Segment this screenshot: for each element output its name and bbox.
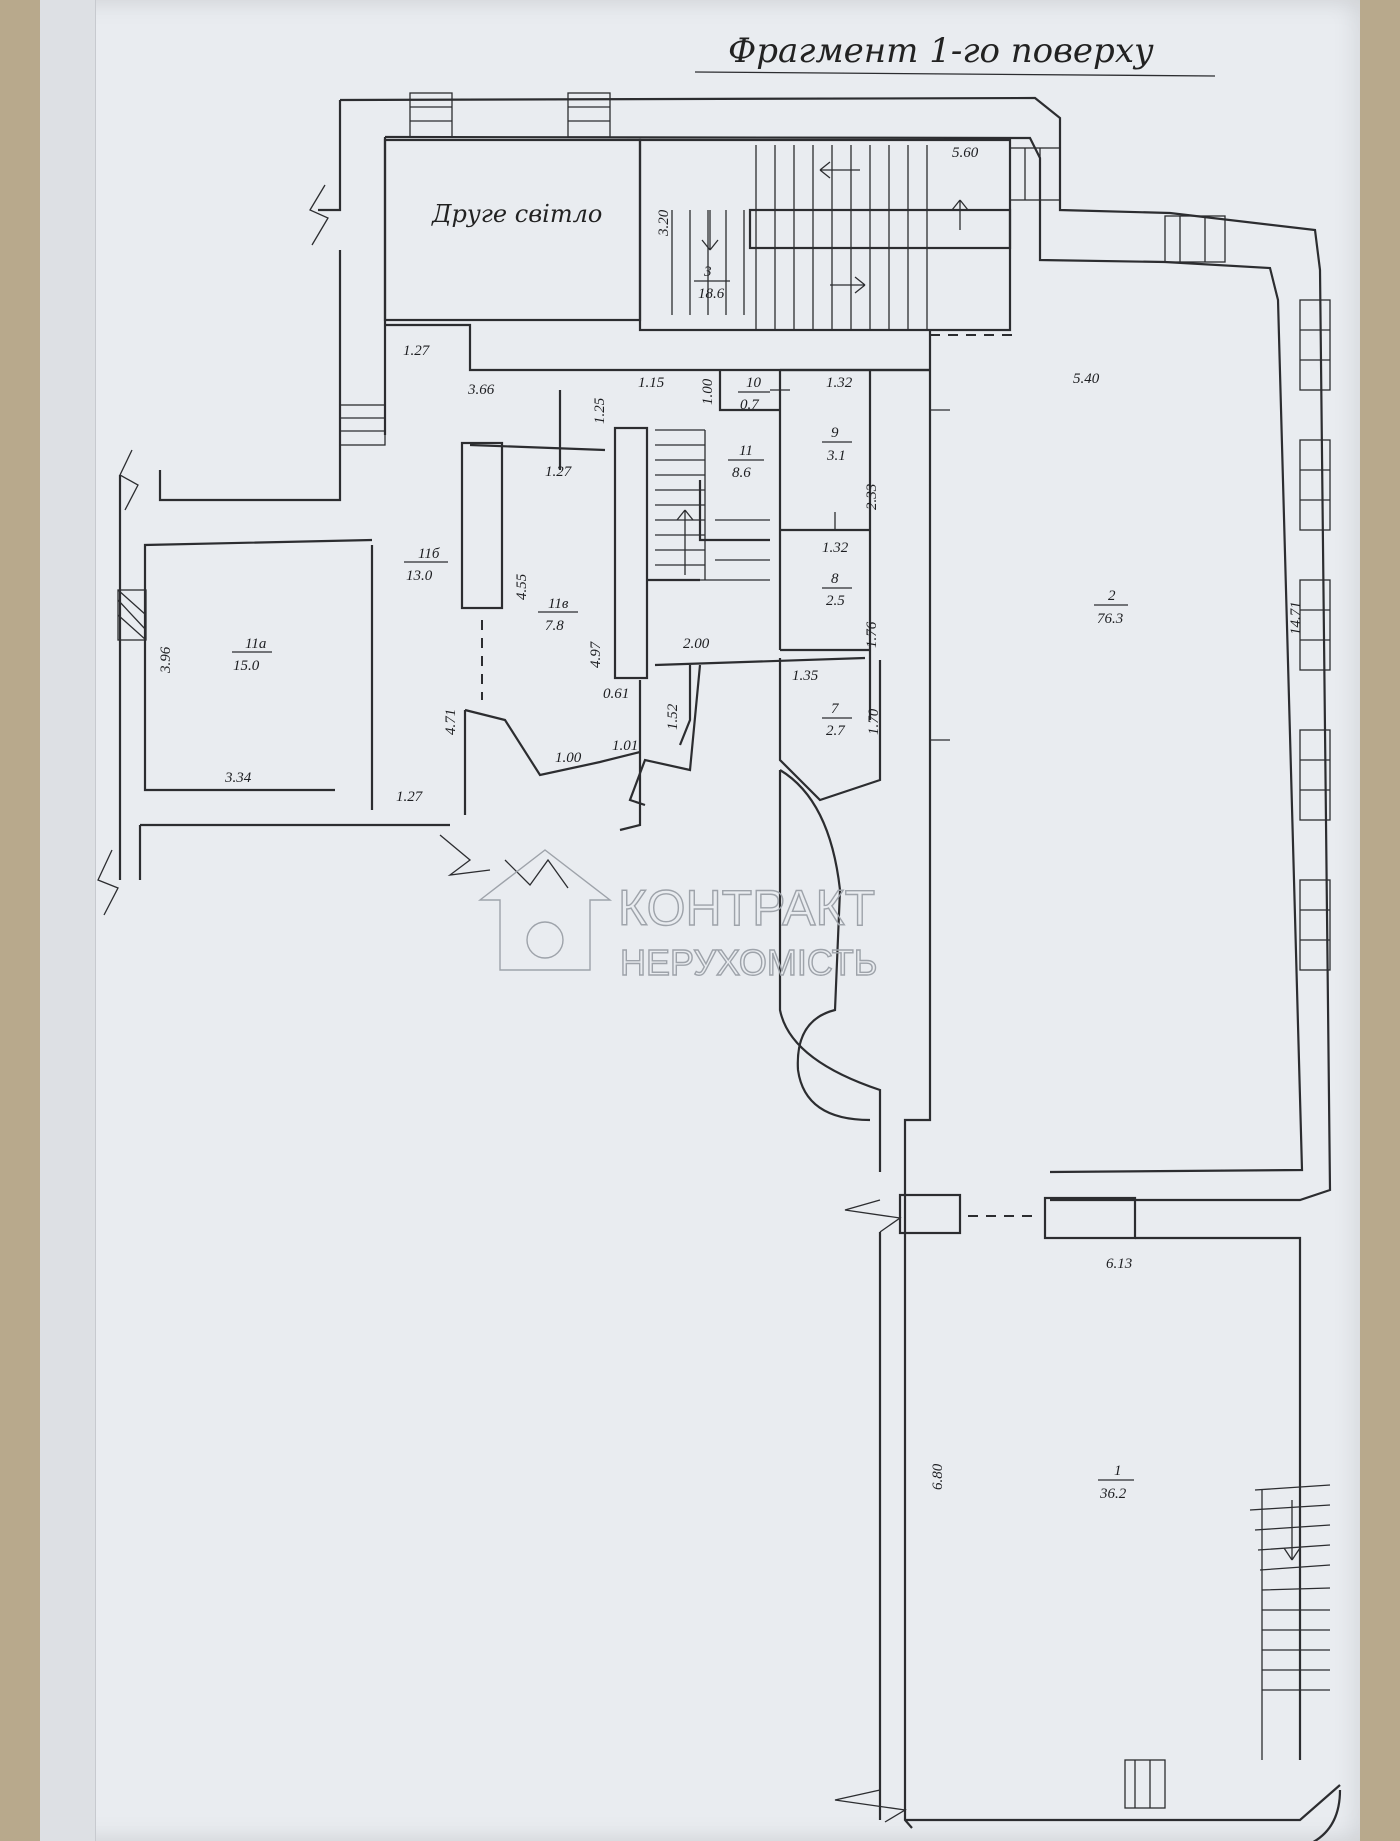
- dim-label: 3.20: [656, 209, 672, 237]
- room-1: 1 36.2: [1098, 1463, 1134, 1502]
- plan-sheet: [40, 0, 1360, 1841]
- room-7-number: 7: [831, 701, 840, 717]
- room-11-area: 8.6: [732, 465, 751, 481]
- inner-walls: [370, 323, 1342, 1841]
- room-11b-number: 11б: [418, 546, 440, 562]
- watermark-line2: НЕРУХОМІСТЬ: [620, 942, 877, 983]
- staircase-3: [638, 138, 1015, 336]
- room-2: 2 76.3: [1094, 588, 1128, 627]
- room-10-number: 10: [746, 375, 762, 391]
- room-2-number: 2: [1108, 588, 1116, 604]
- door-marks: [770, 389, 950, 741]
- light-well-label: Друге світло: [431, 200, 602, 228]
- dim-label: 5.40: [1073, 371, 1100, 387]
- room-8-number: 8: [831, 571, 839, 587]
- watermark: КОНТРАКТ НЕРУХОМІСТЬ: [477, 849, 878, 984]
- plan-title: Фрагмент 1-го поверху: [728, 31, 1154, 71]
- room-labels: 3 18.6 10 0.7 9 3.1 11 8.6 11б 13.0 11в …: [232, 264, 1134, 1502]
- dim-label: 1.00: [555, 750, 582, 766]
- room-10: 10 0.7: [738, 375, 770, 413]
- room-2-area: 76.3: [1097, 611, 1123, 627]
- dim-label: 5.60: [952, 145, 979, 161]
- light-well: Друге світло: [383, 138, 642, 322]
- dim-label: 2.33: [864, 484, 880, 510]
- dimension-labels: 5.60 3.20 1.27 3.66 1.25 1.15 1.00 1.32 …: [158, 145, 1304, 1490]
- outer-walls: [118, 96, 1332, 1202]
- room-3-number: 3: [703, 264, 712, 280]
- room-1-area: 36.2: [1099, 1486, 1127, 1502]
- dim-label: 1.27: [545, 464, 573, 480]
- dim-label: 4.97: [588, 640, 604, 668]
- dim-label: 1.01: [612, 738, 638, 754]
- dim-label: 1.70: [866, 708, 882, 735]
- room-9-number: 9: [831, 425, 839, 441]
- dim-label: 2.00: [683, 636, 710, 652]
- dim-label: 4.71: [443, 709, 459, 735]
- left-page-edge: [40, 0, 96, 1841]
- room-11v: 11в 7.8: [538, 596, 578, 634]
- wall-break-marks: [97, 184, 907, 1823]
- room-11b-area: 13.0: [406, 568, 433, 584]
- room-1-stairs: [1249, 1484, 1331, 1760]
- room-10-area: 0.7: [740, 397, 760, 413]
- dim-label: 1.25: [592, 397, 608, 424]
- room-11v-number: 11в: [548, 596, 569, 612]
- room-3-area: 18.6: [698, 286, 725, 302]
- room-9-area: 3.1: [826, 448, 846, 464]
- room-7-area: 2.7: [826, 723, 846, 739]
- dim-label: 6.80: [930, 1463, 946, 1490]
- dim-label: 6.13: [1106, 1256, 1132, 1272]
- inner-stair: [655, 429, 770, 581]
- room-11a-area: 15.0: [233, 658, 260, 674]
- title-underline: [694, 71, 1216, 77]
- dim-label: 3.34: [224, 770, 252, 786]
- room-11: 11 8.6: [728, 443, 764, 481]
- dim-label: 1.32: [822, 540, 849, 556]
- room-8-area: 2.5: [826, 593, 845, 609]
- dim-label: 1.32: [826, 375, 853, 391]
- dim-label: 1.35: [792, 668, 819, 684]
- dim-label: 3.96: [158, 646, 174, 674]
- windows: [117, 92, 1331, 1809]
- room-1-number: 1: [1114, 1463, 1122, 1479]
- dim-label: 1.15: [638, 375, 665, 391]
- room-11a: 11а 15.0: [232, 636, 272, 674]
- dim-label: 4.55: [514, 573, 530, 600]
- room-3: 3 18.6: [694, 264, 730, 302]
- dim-label: 1.00: [700, 378, 716, 405]
- dim-label: 1.76: [864, 621, 880, 648]
- watermark-line1: КОНТРАКТ: [618, 880, 875, 936]
- room-8: 8 2.5: [822, 571, 852, 609]
- room-11b: 11б 13.0: [404, 546, 448, 584]
- room-7: 7 2.7: [822, 701, 852, 739]
- dim-label: 3.66: [467, 382, 495, 398]
- room-11-number: 11: [739, 443, 753, 459]
- room-11a-number: 11а: [245, 636, 266, 652]
- dim-label: 1.52: [665, 703, 681, 730]
- dim-label: 0.61: [603, 686, 629, 702]
- room-11v-area: 7.8: [545, 618, 564, 634]
- key-icon: [526, 921, 564, 959]
- room-9: 9 3.1: [822, 425, 852, 464]
- dim-label: 1.27: [396, 789, 424, 805]
- dim-label: 1.27: [403, 343, 431, 359]
- dim-label: 14.71: [1288, 601, 1304, 635]
